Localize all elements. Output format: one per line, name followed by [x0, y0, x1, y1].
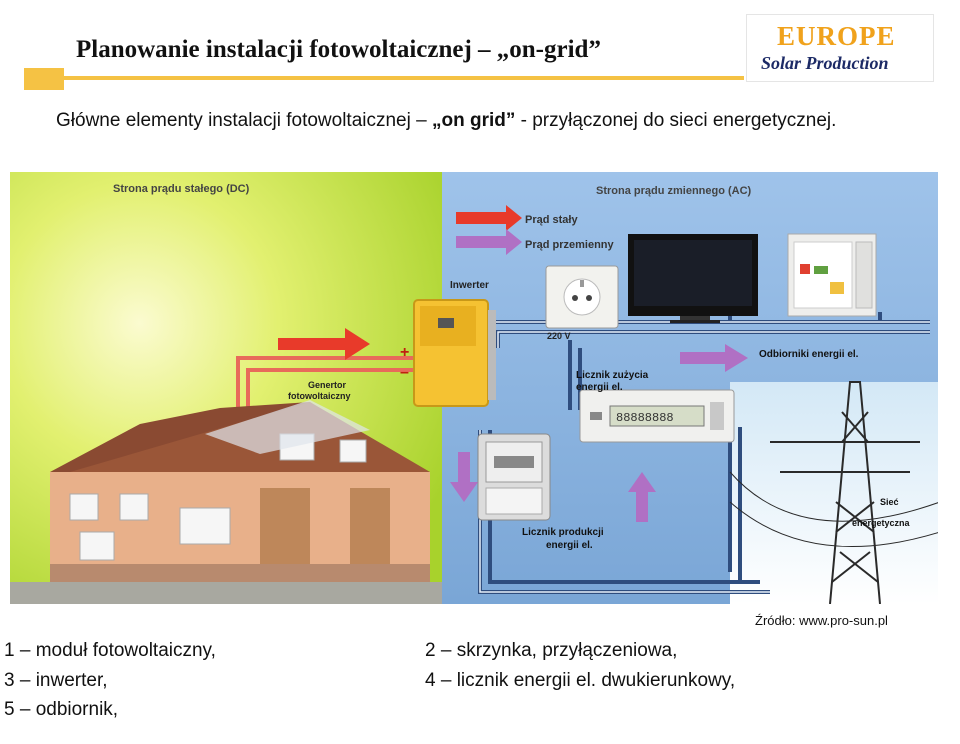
dc-flow-arrow-icon: [278, 328, 370, 360]
grid-label-1: Sieć: [880, 497, 899, 507]
ac-legend-label: Prąd przemienny: [525, 239, 615, 251]
production-meter-label-1: Licznik produkcji: [522, 527, 604, 538]
title-underline: [24, 68, 744, 90]
consumers-label: Odbiorniki energii el.: [759, 349, 859, 360]
source-caption: Źródło: www.pro-sun.pl: [755, 613, 888, 628]
subtitle-on-grid: „on grid”: [431, 110, 516, 131]
legend-item-4: 4 – licznik energii el. dwukierunkowy,: [425, 670, 736, 691]
grid-label-2: energetyczna: [852, 518, 911, 528]
usage-meter-label-1: Licznik zużycia: [576, 370, 649, 381]
subtitle-part2: - przyłączonej do sieci energetycznej.: [515, 110, 837, 131]
grid-up-arrow-icon: [628, 472, 656, 522]
inverter-icon: [413, 299, 496, 407]
generator-label-2: fotowoltaiczny: [288, 391, 351, 401]
legend-item-1: 1 – moduł fotowoltaiczny,: [4, 640, 216, 661]
production-down-arrow-icon: [450, 452, 478, 502]
dc-wires: [236, 356, 414, 412]
legend-item-3: 3 – inwerter,: [4, 670, 108, 691]
inverter-label: Inwerter: [450, 280, 489, 291]
ac-side-label: Strona prądu zmiennego (AC): [596, 185, 752, 197]
street: [10, 582, 442, 604]
voltage-label: 220 V: [547, 331, 571, 341]
socket-icon: [545, 265, 619, 329]
power-pylon-icon: [729, 381, 938, 604]
subtitle-part1: Główne elementy instalacji fotowoltaiczn…: [56, 110, 432, 131]
legend-item-2: 2 – skrzynka, przyłączeniowa,: [425, 640, 678, 661]
logo-europe: EUROPE: [777, 21, 896, 51]
usage-meter-icon: [579, 389, 735, 443]
page-title: Planowanie instalacji fotowoltaicznej – …: [76, 36, 601, 63]
legend-item-5: 5 – odbiornik,: [4, 699, 119, 720]
fridge-icon: [787, 233, 877, 317]
dc-arrow-legend-icon: [456, 205, 522, 231]
minus-sign: –: [400, 364, 409, 381]
usage-meter-label-2: energii el.: [576, 382, 623, 393]
production-meter-label-2: energii el.: [546, 540, 593, 551]
dc-side-label: Strona prądu stałego (DC): [113, 183, 250, 195]
ac-arrow-legend-icon: [456, 229, 522, 255]
plus-sign: +: [400, 344, 409, 361]
company-logo: EUROPE Solar Production: [746, 14, 934, 82]
production-meter-icon: [477, 433, 551, 521]
subtitle: Główne elementy instalacji fotowoltaiczn…: [56, 106, 856, 135]
house-icon: [50, 400, 430, 582]
generator-label-1: Genertor: [308, 380, 347, 390]
consumers-arrow-icon: [680, 344, 748, 372]
dc-legend-label: Prąd stały: [525, 214, 578, 226]
on-grid-diagram: Strona prądu stałego (DC) Strona prądu z…: [10, 172, 938, 604]
logo-solar-production: Solar Production: [761, 53, 889, 73]
meter-display: 88888888: [616, 411, 674, 425]
tv-icon: [628, 234, 758, 323]
